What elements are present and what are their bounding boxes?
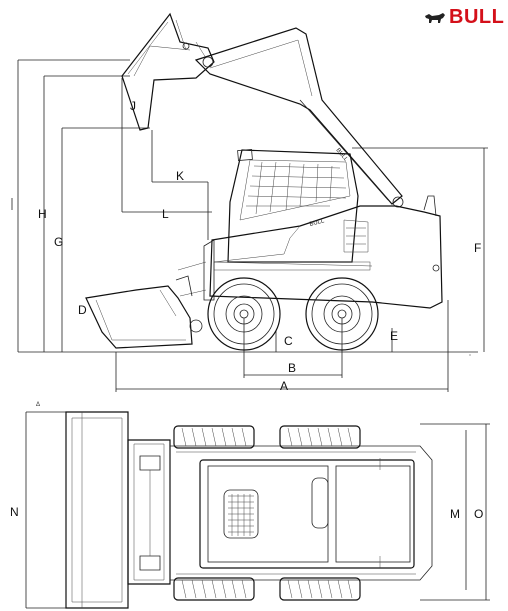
label-m: M [450,507,460,521]
cab-roof [199,458,415,569]
bucket-raised [121,12,215,131]
top-tires [173,425,361,601]
label-n: N [10,505,19,519]
label-l: L [162,207,169,221]
side-view: BULL BULL [11,12,488,393]
lift-arm: BULL [194,27,404,208]
label-e: E [390,329,398,343]
front-wheel [305,277,379,351]
label-b: B [288,361,296,375]
chassis: BULL [177,195,443,309]
label-h: H [38,207,47,221]
rear-wheel [207,277,281,351]
tick-note: Δ [36,402,40,408]
operator-cab [227,148,369,263]
top-view: Δ [10,402,490,609]
brand-logo: BULL [425,6,505,29]
arm-decal: BULL [334,147,349,163]
label-f: F [474,241,481,255]
loader-frame [127,439,433,585]
label-k: K [176,169,184,183]
bull-logo-icon [425,13,445,23]
side-decal: BULL [309,218,326,228]
label-o: O [474,507,483,521]
label-d: D [78,303,87,317]
label-a: A [280,379,288,393]
bucket-lowered [85,275,203,349]
bucket-top [65,411,129,609]
label-j: J [130,99,136,113]
label-c: C [284,334,293,348]
brand-name: BULL [449,6,505,28]
label-g: G [54,235,63,249]
